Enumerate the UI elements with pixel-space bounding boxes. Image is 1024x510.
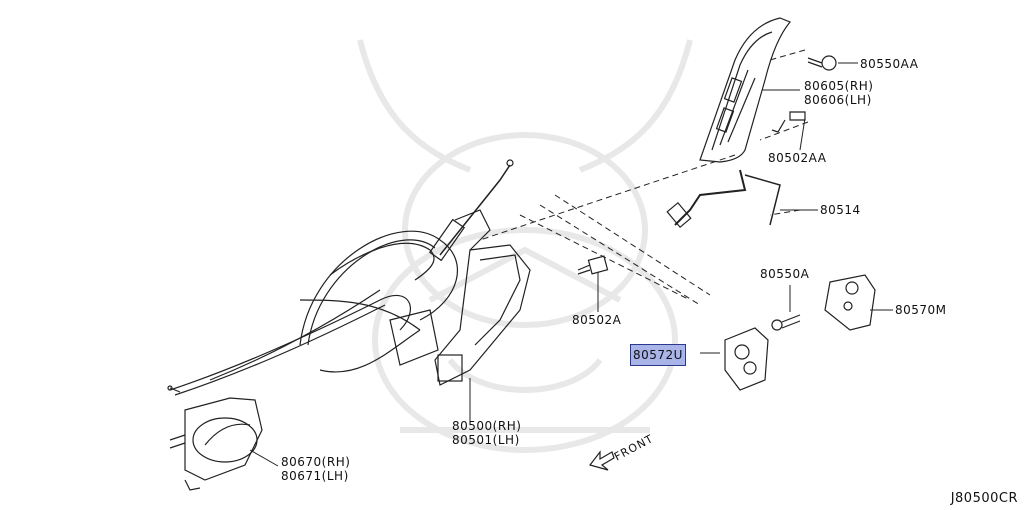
screw-80502A <box>577 255 609 275</box>
label-80502A: 80502A <box>572 313 622 327</box>
catalog-code: J80500CR <box>950 491 1018 506</box>
leader-lines <box>249 62 893 467</box>
label-80501: 80501(LH) <box>452 433 520 447</box>
label-80572U-highlighted[interactable]: 80572U <box>630 344 686 366</box>
front-arrow-icon <box>588 450 615 471</box>
shim-80572U <box>724 327 769 391</box>
linework <box>167 17 893 491</box>
rod-80514 <box>674 169 747 226</box>
watermark-emblem <box>357 39 693 453</box>
label-80514: 80514 <box>820 203 861 217</box>
label-80550AA: 80550AA <box>860 57 919 71</box>
inside-handle <box>169 397 263 491</box>
label-80671: 80671(LH) <box>281 469 349 483</box>
label-80502AA: 80502AA <box>768 151 827 165</box>
bolt-80550AA <box>807 55 837 71</box>
striker-80570M <box>824 274 876 331</box>
dashed-leaders <box>479 49 809 306</box>
cables <box>167 159 514 396</box>
outside-handle <box>699 17 791 163</box>
label-80605: 80605(RH) <box>804 79 874 93</box>
label-80606: 80606(LH) <box>804 93 872 107</box>
door-lock-assembly <box>389 209 531 386</box>
label-80570M: 80570M <box>895 303 947 317</box>
label-80500: 80500(RH) <box>452 419 522 433</box>
label-80670: 80670(RH) <box>281 455 351 469</box>
screw-80550A <box>771 314 801 331</box>
label-80550A: 80550A <box>760 267 810 281</box>
